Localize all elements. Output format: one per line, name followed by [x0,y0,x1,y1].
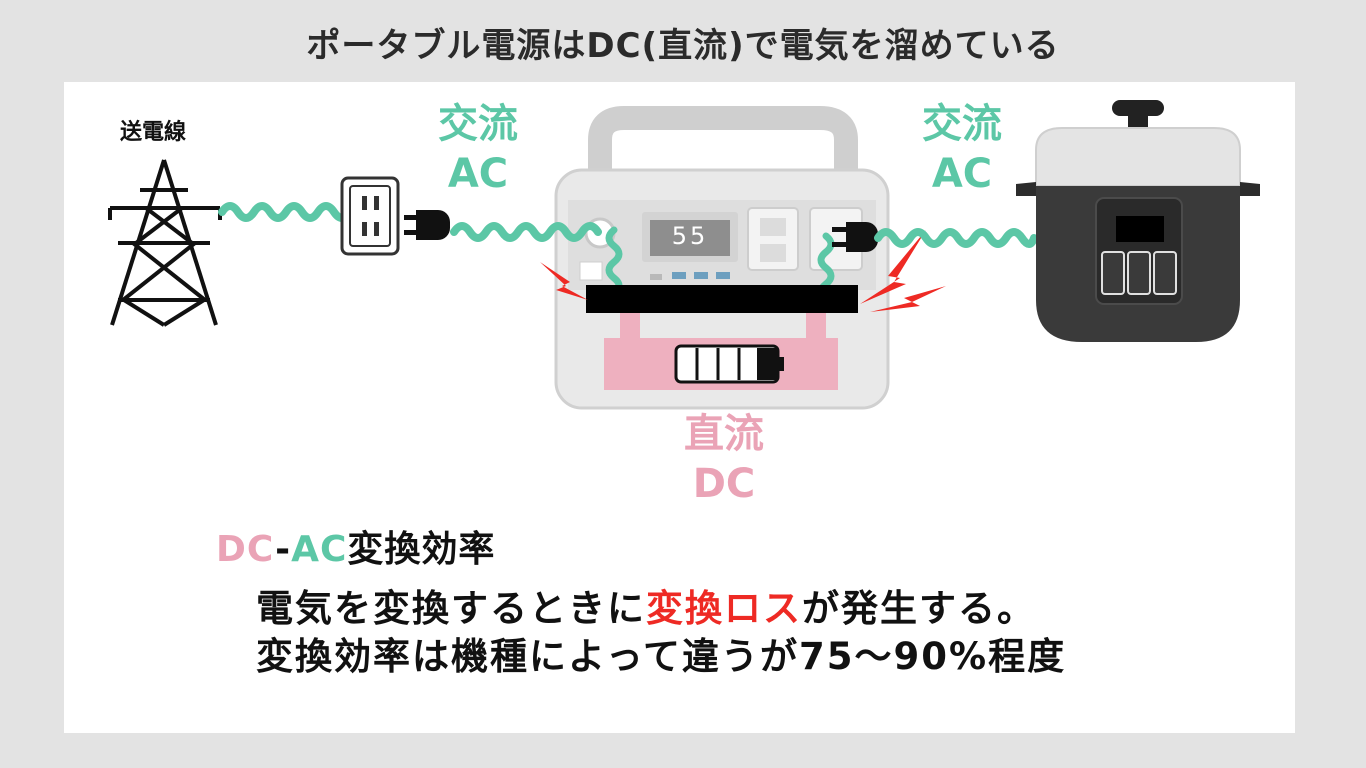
line1-part-a: 電気を変換するときに [256,587,646,630]
ac-wave-input [450,222,602,242]
line1-part-c: が発生する。 [802,587,1036,630]
right-plug-icon [832,222,878,252]
wall-outlet-icon [340,176,400,256]
dc-bottom: DC [692,461,756,507]
transmission-tower-icon [108,159,222,327]
portable-power-station-icon [554,106,890,410]
power-station-display: 55 [671,222,709,250]
efficiency-line-1: 電気を変換するときに変換ロスが発生する。 [256,578,1036,632]
ac-left-top: 交流 [438,101,518,147]
efficiency-text-block: DC-AC変換効率 電気を変換するときに変換ロスが発生する。 変換効率は機種によ… [216,520,1064,678]
loss-lightning-right-icon [860,230,926,304]
ac-wave-tower [218,202,362,222]
ac-right-bottom: AC [931,151,993,197]
ac-right-top: 交流 [922,101,1002,147]
efficiency-line-2: 変換効率は機種によって違うが75～90%程度 [256,635,1067,678]
left-plug-icon [404,210,450,240]
page-title: ポータブル電源はDC(直流)で電気を溜めている [306,26,1060,66]
heading-ac: AC [291,529,348,570]
ac-label-left: 交流 AC [418,104,538,194]
efficiency-heading: DC-AC変換効率 [216,520,495,572]
loss-lightning-left-icon [540,262,588,300]
dc-label: 直流 DC [664,414,784,504]
heading-rest: 変換効率 [347,529,496,570]
heading-dc: DC [216,529,276,570]
battery-icon [674,344,784,384]
loss-lightning-right2-icon [870,286,946,312]
power-line-label: 送電線 [120,120,187,145]
conversion-loss-highlight: 変換ロス [646,587,802,630]
pressure-cooker-icon [1016,100,1260,342]
dc-top: 直流 [684,411,764,457]
ac-wave-output [874,228,1038,248]
heading-sep: - [275,529,292,570]
ac-wave-inner-left [605,226,623,296]
ac-left-bottom: AC [447,151,509,197]
inverter-bar [586,285,858,313]
ac-label-right: 交流 AC [902,104,1022,194]
